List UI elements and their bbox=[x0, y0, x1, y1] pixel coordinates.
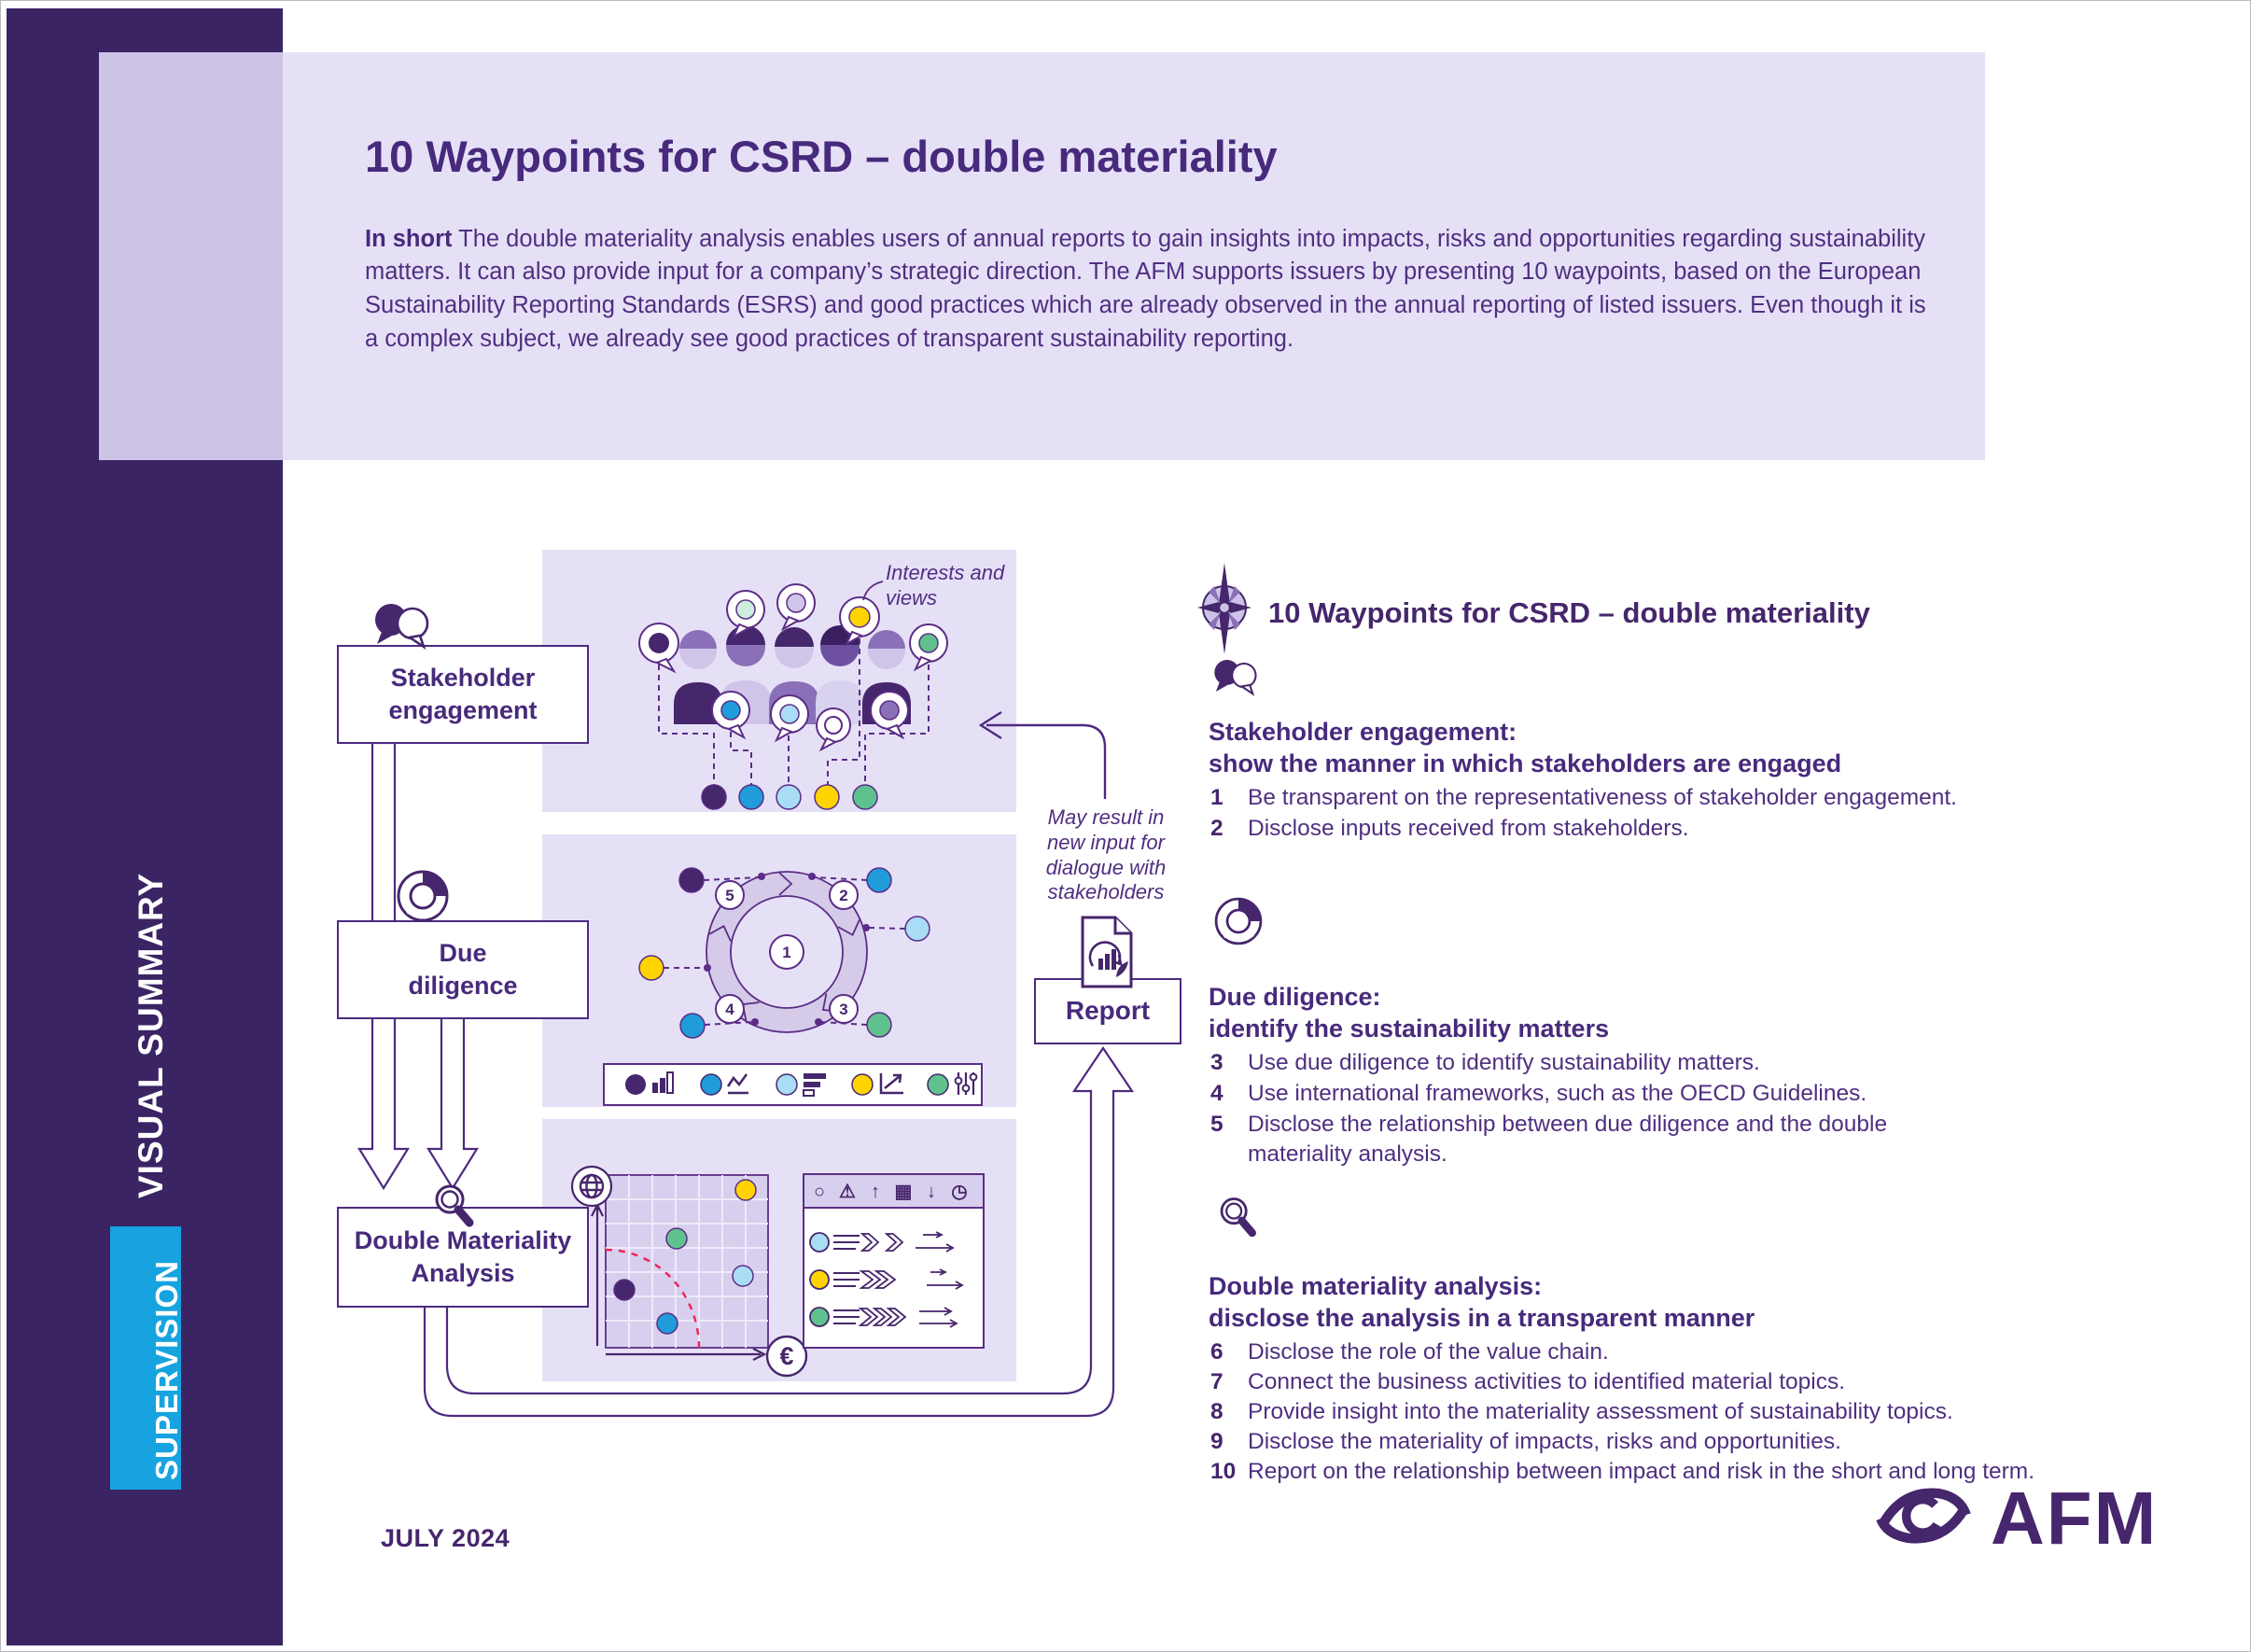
waypoint-text: Provide insight into the materiality ass… bbox=[1248, 1399, 1953, 1424]
speech-bubbles-icon bbox=[375, 604, 429, 651]
person-figure bbox=[674, 630, 722, 724]
cycle-number-badges: 1 5 2 4 3 bbox=[715, 880, 859, 1024]
waypoint-item: 9 Disclose the materiality of impacts, r… bbox=[1210, 1427, 2125, 1457]
waypoint-text: Report on the relationship between impac… bbox=[1248, 1459, 2035, 1484]
materiality-matrix: € ○ ⚠ ↑ ▦ ↓ ◷ bbox=[570, 1165, 985, 1378]
down-arrow-due bbox=[426, 1015, 479, 1191]
report-doc-icon bbox=[1081, 916, 1133, 988]
note-pointer-line bbox=[862, 581, 884, 601]
circle-icon: ○ bbox=[814, 1182, 825, 1202]
globe-icon bbox=[570, 1165, 613, 1208]
sidebar-supervision-box bbox=[110, 1226, 181, 1490]
arrow-up-icon: ↑ bbox=[871, 1182, 880, 1202]
due-diligence-box: Due diligence bbox=[337, 920, 589, 1019]
waypoint-text: Use international frameworks, such as th… bbox=[1248, 1081, 1867, 1106]
building-icon: ▦ bbox=[895, 1182, 913, 1202]
compass-icon bbox=[1197, 563, 1251, 654]
waypoint-number: 2 bbox=[1210, 816, 1223, 841]
publication-date: JULY 2024 bbox=[381, 1524, 510, 1552]
cycle-ring-dots bbox=[704, 873, 870, 1026]
sidebar-label-supervision: SUPERVISION bbox=[149, 1260, 184, 1480]
waypoint-number: 5 bbox=[1210, 1112, 1223, 1137]
waypoint-text: Disclose the role of the value chain. bbox=[1248, 1339, 1609, 1365]
waypoint-number: 10 bbox=[1210, 1459, 1237, 1484]
clock-icon: ◷ bbox=[951, 1182, 967, 1202]
cycle-icon bbox=[1214, 897, 1263, 945]
cycle-outer-dots bbox=[638, 867, 930, 1039]
cycle-step-1: 1 bbox=[782, 944, 790, 961]
arrow-down-icon: ↓ bbox=[927, 1182, 936, 1202]
euro-symbol: € bbox=[779, 1342, 793, 1370]
waypoint-item: 1 Be transparent on the representativene… bbox=[1210, 783, 2106, 813]
afm-logo-text: AFM bbox=[1991, 1477, 2159, 1560]
waypoint-text: Be transparent on the representativeness… bbox=[1248, 785, 1957, 810]
stakeholder-engagement-box: Stakeholder engagement bbox=[337, 645, 589, 744]
intro-text: The double materiality analysis enables … bbox=[365, 225, 1926, 353]
speech-bubbles-icon bbox=[1214, 660, 1257, 696]
waypoint-item: 3 Use due diligence to identify sustaina… bbox=[1210, 1048, 2106, 1078]
cycle-step-4: 4 bbox=[725, 1001, 734, 1018]
intro-paragraph: In short The double materiality analysis… bbox=[365, 223, 1931, 357]
waypoints-heading: 10 Waypoints for CSRD – double materiali… bbox=[1268, 596, 1870, 629]
interests-note: Interests and views bbox=[886, 561, 1005, 609]
waypoint-text: Disclose the materiality of impacts, ris… bbox=[1248, 1429, 1841, 1454]
section-title: Stakeholder engagement: bbox=[1209, 718, 1517, 746]
warning-icon: ⚠ bbox=[839, 1182, 856, 1202]
due-diligence-illustration-panel: 1 5 2 4 3 bbox=[542, 834, 1016, 1107]
magnifier-icon bbox=[435, 1184, 474, 1227]
cycle-step-5: 5 bbox=[725, 887, 734, 904]
waypoint-number: 9 bbox=[1210, 1429, 1223, 1454]
page-title: 10 Waypoints for CSRD – double materiali… bbox=[365, 132, 1278, 182]
magnifier-icon bbox=[1220, 1197, 1256, 1238]
materiality-illustration-panel: € ○ ⚠ ↑ ▦ ↓ ◷ bbox=[542, 1119, 1016, 1381]
waypoint-item: 2 Disclose inputs received from stakehol… bbox=[1210, 814, 2106, 844]
cycle-icon bbox=[397, 870, 449, 922]
waypoint-number: 8 bbox=[1210, 1399, 1223, 1424]
stakeholder-illustration bbox=[638, 581, 948, 810]
euro-icon: € bbox=[765, 1335, 808, 1378]
due-diligence-cycle: 1 5 2 4 3 bbox=[603, 867, 983, 1106]
cycle-step-2: 2 bbox=[839, 887, 847, 904]
intro-lead: In short bbox=[365, 225, 453, 252]
waypoint-number: 7 bbox=[1210, 1369, 1223, 1394]
waypoint-item: 4 Use international frameworks, such as … bbox=[1210, 1079, 2106, 1109]
report-box: Report bbox=[1034, 978, 1181, 1044]
afm-logo-icon bbox=[1876, 1488, 1971, 1544]
dashed-connectors bbox=[658, 638, 930, 785]
waypoint-item: 6 Disclose the role of the value chain. bbox=[1210, 1337, 2125, 1367]
section-subtitle: show the manner in which stakeholders ar… bbox=[1209, 749, 1842, 777]
header-band bbox=[283, 52, 1985, 460]
section-title: Due diligence: bbox=[1209, 983, 1381, 1011]
stakeholder-illustration-panel: Interests and views bbox=[542, 550, 1016, 812]
waypoint-item: 10 Report on the relationship between im… bbox=[1210, 1457, 2125, 1487]
waypoint-number: 6 bbox=[1210, 1339, 1223, 1365]
waypoint-text: Use due diligence to identify sustainabi… bbox=[1248, 1050, 1760, 1075]
section-subtitle: disclose the analysis in a transparent m… bbox=[1209, 1304, 1755, 1332]
waypoint-number: 3 bbox=[1210, 1050, 1223, 1075]
topics-table: ○ ⚠ ↑ ▦ ↓ ◷ bbox=[803, 1173, 985, 1349]
section-title: Double materiality analysis: bbox=[1209, 1272, 1543, 1300]
speech-bubble-dots bbox=[638, 583, 948, 752]
waypoint-number: 1 bbox=[1210, 785, 1223, 810]
waypoint-item: 7 Connect the business activities to ide… bbox=[1210, 1367, 2125, 1397]
cycle-step-3: 3 bbox=[839, 1001, 847, 1018]
waypoint-text: Disclose the relationship between due di… bbox=[1248, 1112, 1888, 1167]
topic-legend bbox=[603, 1063, 983, 1106]
header-accent-block bbox=[99, 52, 283, 460]
waypoint-item: 5 Disclose the relationship between due … bbox=[1210, 1110, 1948, 1169]
waypoint-text: Disclose inputs received from stakeholde… bbox=[1248, 816, 1689, 841]
waypoint-item: 8 Provide insight into the materiality a… bbox=[1210, 1397, 2125, 1427]
waypoint-text: Connect the business activities to ident… bbox=[1248, 1369, 1846, 1394]
waypoint-number: 4 bbox=[1210, 1081, 1223, 1106]
sidebar-label-visual-summary: VISUAL SUMMARY bbox=[132, 872, 170, 1198]
interest-dots-row bbox=[701, 784, 878, 810]
section-subtitle: identify the sustainability matters bbox=[1209, 1015, 1610, 1043]
result-note: May result in new input for dialogue wit… bbox=[1045, 805, 1167, 904]
